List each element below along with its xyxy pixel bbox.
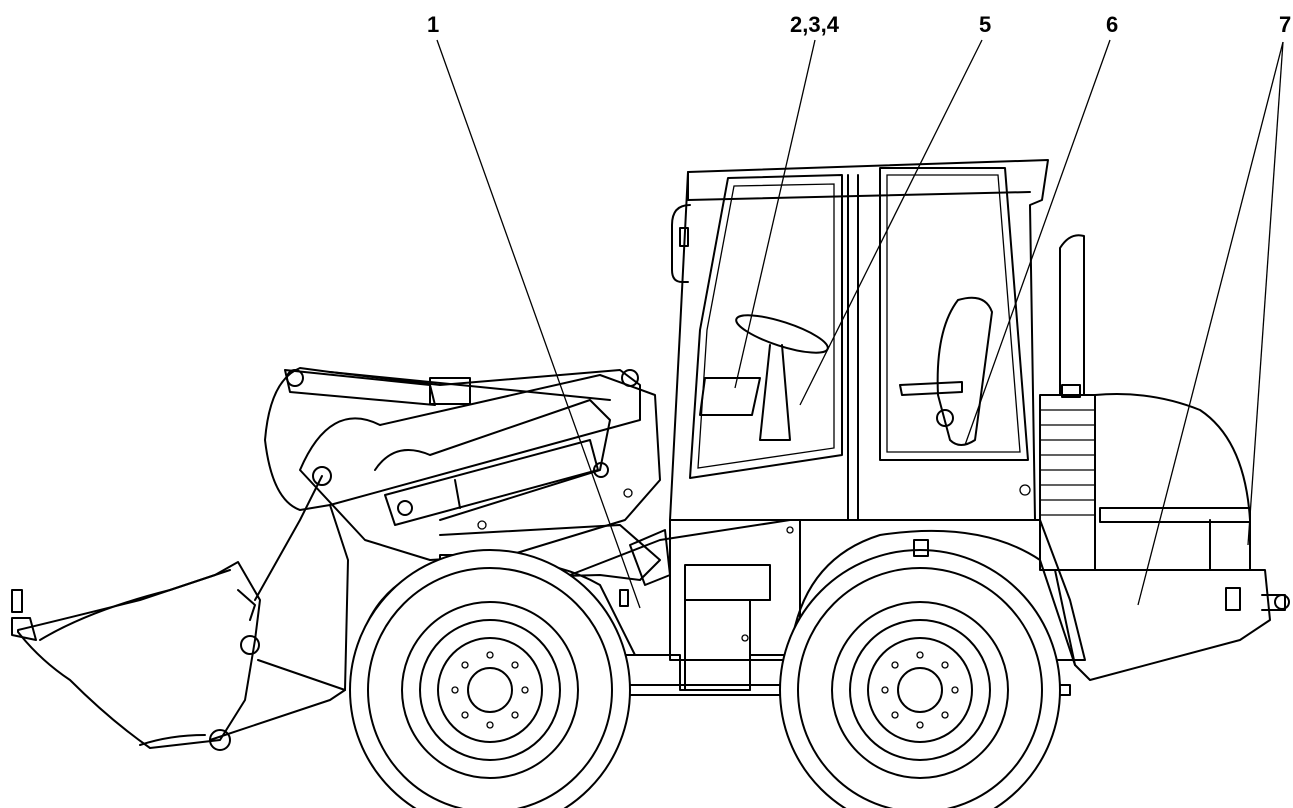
leader-line-7b <box>1247 41 1284 546</box>
leader-line-7a <box>1137 41 1284 606</box>
rear-wheel <box>779 539 1061 808</box>
callout-label-1: 1 <box>427 12 440 37</box>
loader-arm <box>264 367 671 607</box>
cab <box>669 159 1049 521</box>
callout-label-7: 7 <box>1279 12 1292 37</box>
leader-lines <box>436 39 1284 609</box>
callout-label-2-3-4: 2,3,4 <box>790 12 839 37</box>
front-wheel <box>349 549 631 808</box>
leader-line-6 <box>964 39 1111 446</box>
leader-line-2-3-4 <box>734 39 816 389</box>
leader-line-1 <box>436 39 641 609</box>
callout-label-6: 6 <box>1106 12 1119 37</box>
engine-hood <box>1039 234 1290 681</box>
callout-label-5: 5 <box>979 12 992 37</box>
leader-line-5 <box>799 39 983 406</box>
bucket <box>11 475 349 751</box>
